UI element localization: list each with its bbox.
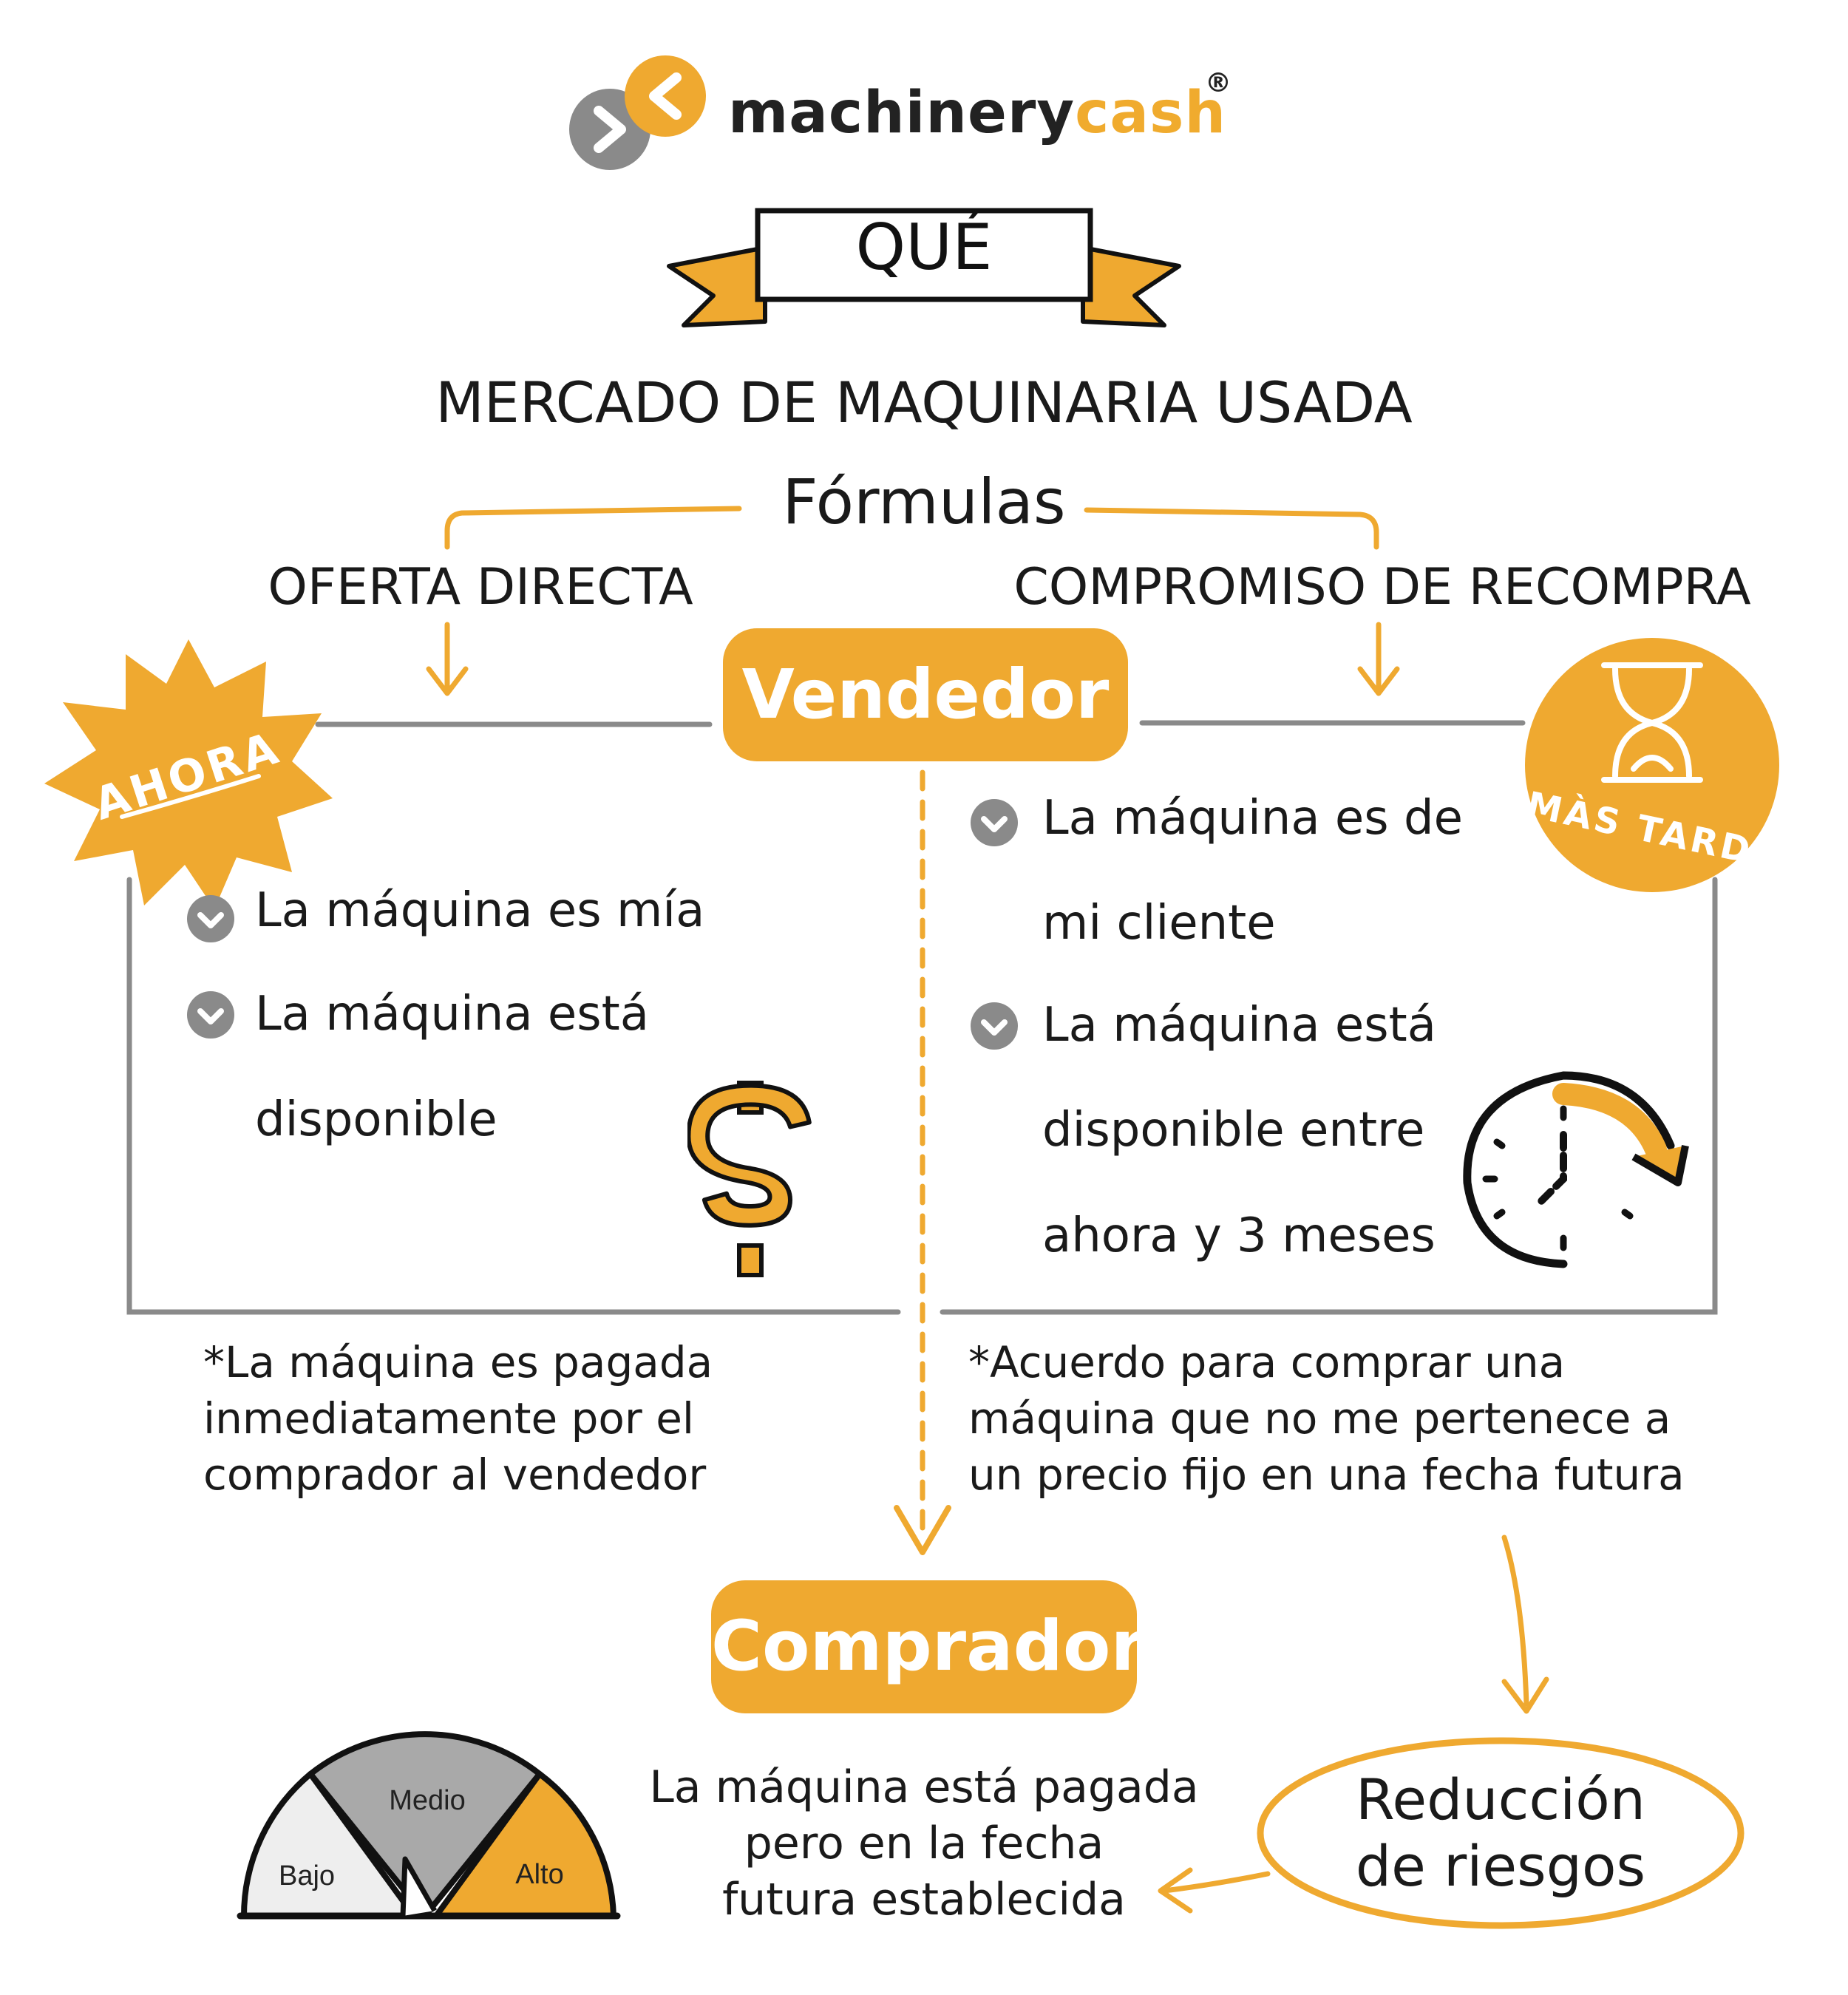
clock-icon [1463,1071,1689,1268]
gauge-mid-label: Medio [389,1785,466,1816]
hourglass-icon [1601,662,1703,783]
banner-label: QUÉ [855,211,993,285]
right-note: *Acuerdo para comprar una máquina que no… [968,1337,1685,1500]
gauge-high-label: Alto [515,1859,563,1890]
right-item-1: La máquina es de [1042,791,1463,846]
formulas-label: Fórmulas [782,466,1066,538]
ribbon-banner-icon [667,208,1181,327]
left-item-3: disponible [255,1092,497,1147]
label-oferta-directa: OFERTA DIRECTA [268,558,693,616]
buyer-note: La máquina está pagada pero en la fecha … [649,1761,1199,1926]
check-circle-icon [971,799,1018,846]
right-item-2: mi cliente [1042,896,1276,951]
risk-gauge-icon: Bajo Medio Alto [237,1731,621,1920]
label-compromiso-recompra: COMPROMISO DE RECOMPRA [1013,558,1751,616]
check-circle-icon [187,895,234,942]
buyer-node: Comprador [711,1580,1145,1713]
page-title: MERCADO DE MAQUINARIA USADA [435,370,1413,435]
dollar-icon [687,1081,812,1277]
gauge-low-label: Bajo [279,1860,335,1892]
ahora-badge-icon: AHORA [44,639,333,909]
mas-tarde-badge-icon: MÀS TARDE [1523,638,1781,892]
check-circle-icon [187,991,234,1039]
risk-reduction-label: Reducción de riesgos [1355,1767,1646,1899]
right-item-4: disponible entre [1042,1103,1425,1158]
seller-node: Vendedor [723,628,1128,761]
right-item-3: La máquina está [1042,998,1436,1053]
left-item-1: La máquina es mía [255,883,705,938]
right-item-5: ahora y 3 meses [1042,1209,1436,1263]
brand-name: machinerycash [728,80,1226,146]
check-circle-icon [971,1002,1018,1050]
left-item-2: La máquina está [255,987,649,1041]
brand-logo-icon [569,55,706,170]
left-note: *La máquina es pagada inmediatamente por… [203,1337,713,1500]
registered-mark: ® [1205,68,1232,98]
